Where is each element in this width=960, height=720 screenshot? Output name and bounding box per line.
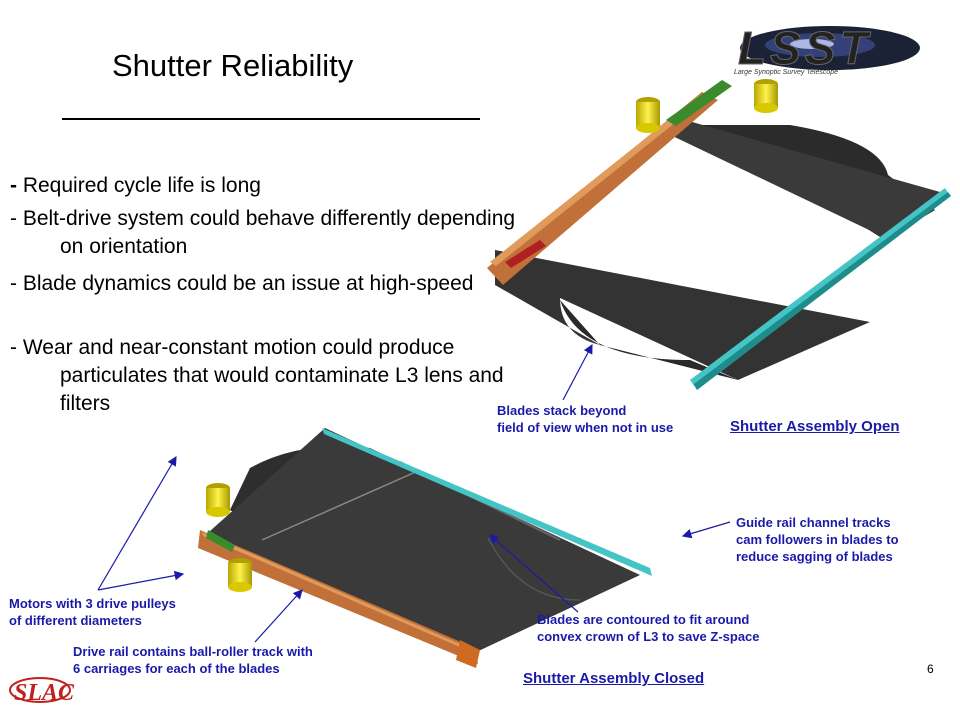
callout-arrows (97, 343, 731, 643)
page-number: 6 (927, 662, 934, 676)
title-underline (62, 118, 480, 120)
bullet-blade-dynamics: - Blade dynamics could be an issue at hi… (10, 272, 474, 295)
bullet-cycle-life: - Required cycle life is long (10, 174, 261, 197)
blades-contoured-arrow (489, 534, 579, 613)
shutter-closed-illustration (198, 428, 652, 668)
bullet-wear-particulates: - Wear and near-constant motion could pr… (10, 336, 504, 415)
heading-shutter-open: Shutter Assembly Open (730, 418, 900, 435)
svg-text:Large Synoptic Survey Telescop: Large Synoptic Survey Telescope (734, 69, 838, 76)
heading-shutter-closed: Shutter Assembly Closed (523, 670, 705, 687)
slide-title: Shutter Reliability (112, 48, 354, 83)
callout-guide-rail: Guide rail channel tracks cam followers … (736, 515, 899, 564)
lsst-logo: LSST Large Synoptic Survey Telescope (734, 22, 920, 76)
motors-arrow-lower (97, 570, 185, 591)
callout-blades-contoured: Blades are contoured to fit around conve… (537, 612, 760, 644)
motors-arrow-upper (97, 455, 177, 591)
svg-text:LSST: LSST (738, 22, 872, 74)
svg-text:SLAC: SLAC (14, 680, 75, 706)
bullet-belt-drive: - Belt-drive system could behave differe… (10, 207, 516, 258)
callout-drive-rail: Drive rail contains ball-roller track wi… (73, 644, 313, 676)
guide-rail-arrow (681, 521, 731, 539)
callout-blades-stack: Blades stack beyond field of view when n… (497, 403, 674, 435)
slac-logo: SLAC (9, 677, 75, 706)
drive-rail-arrow (254, 589, 303, 643)
blades-stack-arrow (562, 343, 593, 401)
shutter-open-illustration (487, 79, 951, 390)
callout-motors: Motors with 3 drive pulleys of different… (9, 596, 176, 628)
